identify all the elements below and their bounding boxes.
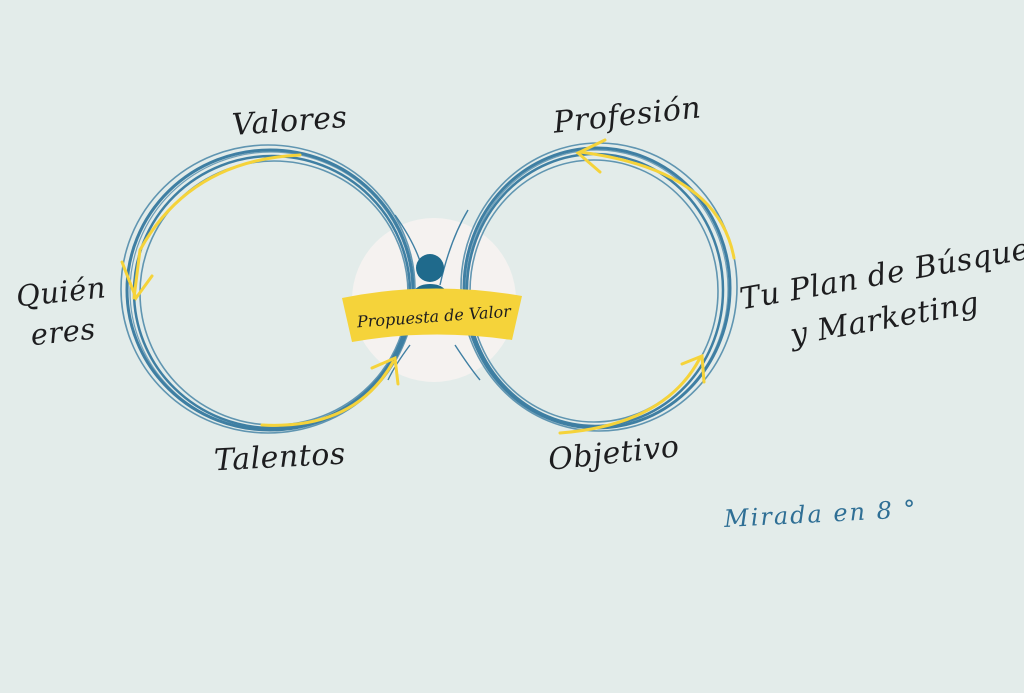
label-talentos: Talentos — [213, 436, 347, 479]
label-quien-eres: Quién eres — [14, 268, 108, 357]
yellow-arrows — [120, 138, 736, 435]
value-proposition-banner — [342, 288, 522, 342]
